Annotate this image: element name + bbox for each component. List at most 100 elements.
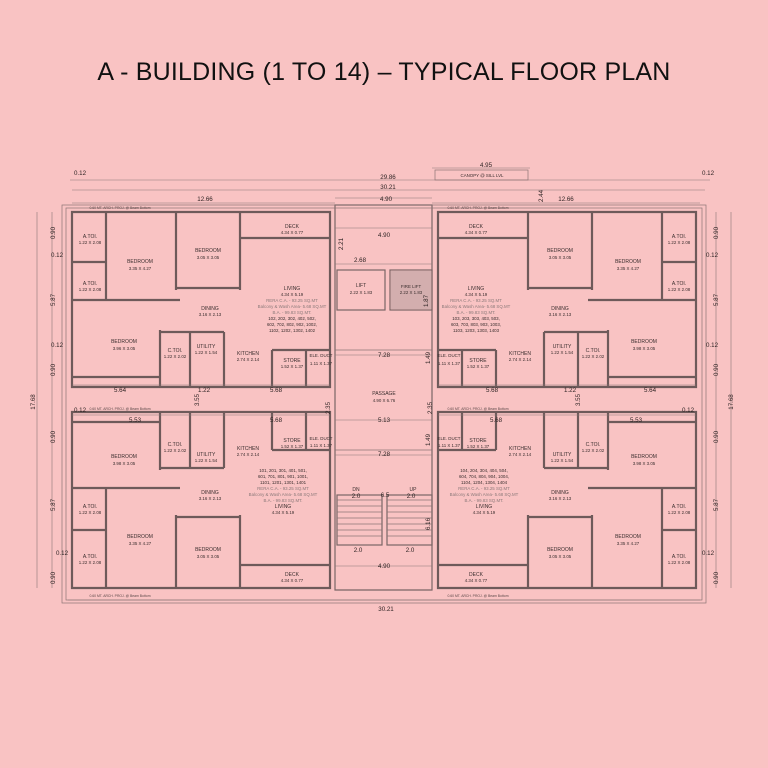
bedroom-label-bl1: BEDROOM: [111, 454, 137, 460]
atoi-label-bl1: A.TOI.: [83, 504, 97, 510]
dim-20-tr: 2.0: [407, 493, 416, 500]
dim-728-top: 7.28: [378, 352, 391, 359]
dim-core-bottom: 4.90: [378, 563, 391, 570]
dim-587-tl: 5.87: [50, 293, 57, 306]
utility-size-tl: 1.22 X 1.54: [195, 350, 218, 355]
dim-355-r: 3.55: [575, 393, 582, 406]
atoi-size-tl2: 1.22 X 2.08: [79, 287, 102, 292]
dining-label-br: DINING: [551, 490, 569, 496]
deck-label-bl: DECK: [285, 572, 300, 578]
balcony-bl: Balcony & Wash Area- 5.68 SQ.MT: [249, 492, 318, 497]
dim-149-bot: 1.49: [425, 433, 432, 446]
bedroom-size-tl2: 3.05 X 3.05: [197, 255, 220, 260]
bedroom-size-br1: 3.98 X 3.05: [633, 461, 656, 466]
store-label-bl: STORE: [283, 438, 301, 444]
outer-walls: [61, 204, 707, 604]
bedroom-size-br3: 3.05 X 3.05: [549, 554, 572, 559]
dining-label-bl: DINING: [201, 490, 219, 496]
bedroom-size-br2: 3.35 X 4.27: [617, 541, 640, 546]
units-tr-2: 603, 703, 803, 903, 1003,: [451, 322, 501, 327]
kitchen-label-tl: KITCHEN: [237, 351, 259, 357]
units-tl-3: 1102, 1202, 1302, 1402: [269, 328, 316, 333]
fire-lift-size: 2.22 X 1.83: [400, 290, 423, 295]
units-tr-3: 1103, 1203, 1303, 1403: [453, 328, 500, 333]
dim-012-r1: 0.12: [706, 252, 719, 259]
kitchen-label-bl: KITCHEN: [237, 446, 259, 452]
dim-568-rb: 5.68: [490, 417, 503, 424]
dim-513: 5.13: [378, 417, 391, 424]
deck-size-tl: 4.34 X 0.77: [281, 230, 304, 235]
store-label-br: STORE: [469, 438, 487, 444]
bedroom-size-tr3: 3.98 X 3.05: [633, 346, 656, 351]
store-label-tr: STORE: [469, 358, 487, 364]
balcony-tl: Balcony & Wash Area- 5.68 SQ.MT: [258, 304, 327, 309]
arch-br: 0.60 MT. ARCH. PROJ. @ Beam Bottom: [447, 594, 508, 598]
units-tl-2: 602, 702, 802, 902, 1002,: [267, 322, 317, 327]
deck-size-br: 4.34 X 0.77: [465, 578, 488, 583]
units-br-3: 1104, 1204, 1304, 1404: [461, 480, 508, 485]
bedroom-label-tl1: BEDROOM: [127, 259, 153, 265]
arch-br-top: 0.60 MT. ARCH. PROJ. @ Beam Bottom: [447, 407, 508, 411]
store-size-tl: 1.52 X 1.37: [281, 364, 304, 369]
dim-568-lb: 5.68: [270, 417, 283, 424]
dim-20-r: 2.0: [406, 547, 415, 554]
dim-568-r: 5.68: [486, 387, 499, 394]
atoi-label-br2: A.TOI.: [672, 554, 686, 560]
deck-label-tl: DECK: [285, 224, 300, 230]
bedroom-size-bl2: 3.35 X 4.27: [129, 541, 152, 546]
atoi-label-tl2: A.TOI.: [83, 281, 97, 287]
units-bl-1: 101, 201, 301, 401, 501,: [259, 468, 307, 473]
bedroom-size-tl3: 3.96 X 3.05: [113, 346, 136, 351]
dim-top-mid: 30.21: [380, 184, 396, 191]
living-size-br: 4.34 X 5.19: [473, 510, 496, 515]
dining-size-br: 3.16 X 2.13: [549, 496, 572, 501]
atoi-label-br1: A.TOI.: [672, 504, 686, 510]
bedroom-label-bl2: BEDROOM: [127, 534, 153, 540]
utility-size-bl: 1.22 X 1.54: [195, 458, 218, 463]
duct-size-bl: 1.11 X 1.37: [310, 443, 333, 448]
atoi-size-br1: 1.22 X 2.08: [668, 510, 691, 515]
rera-tl: RERA C.A. - 93.25 SQ.MT: [266, 298, 318, 303]
top-dimensions: 29.86 30.21 4.90 12.66 12.66 4.95 CANOPY…: [70, 162, 715, 204]
atoi-size-tr2: 1.22 X 2.08: [668, 287, 691, 292]
bedroom-label-tl2: BEDROOM: [195, 248, 221, 254]
dim-553-l: 5.53: [129, 417, 142, 424]
dim-149-top: 1.49: [425, 351, 432, 364]
dim-012-l1: 0.12: [51, 252, 64, 259]
duct-label-bl: ELE. DUCT: [310, 436, 333, 441]
ctoi-size-tr: 1.22 X 2.02: [582, 354, 605, 359]
atoi-size-br2: 1.22 X 2.08: [668, 560, 691, 565]
utility-size-br: 1.22 X 1.54: [551, 458, 574, 463]
balcony-br: Balcony & Wash Area- 5.68 SQ.MT: [450, 492, 519, 497]
duct-label-br: ELE. DUCT: [438, 436, 461, 441]
units-bl-3: 1101, 1201, 1301, 1401: [260, 480, 307, 485]
duct-size-br: 1.11 X 1.37: [438, 443, 461, 448]
dim-235-l: 2.35: [325, 401, 332, 414]
duct-label-tl: ELE. DUCT: [310, 353, 333, 358]
units-bl-2: 601, 701, 801, 901, 1001,: [258, 474, 308, 479]
dim-012-l4: 0.12: [56, 550, 69, 557]
store-label-tl: STORE: [283, 358, 301, 364]
unit-bottom-right: BEDROOM 3.98 X 3.05 C.TOI. 1.22 X 2.02 U…: [438, 407, 696, 598]
canopy-label: CANOPY @ SILL LVL: [461, 173, 504, 178]
atoi-size-bl1: 1.22 X 2.08: [79, 510, 102, 515]
store-size-br: 1.52 X 1.37: [467, 444, 490, 449]
lift-label: LIFT: [356, 283, 366, 289]
kitchen-size-tr: 2.74 X 2.14: [509, 357, 532, 362]
arch-tr: 0.60 MT. ARCH. PROJ. @ Beam Bottom: [447, 206, 508, 210]
kitchen-label-tr: KITCHEN: [509, 351, 531, 357]
dim-bottom-overall: 30.21: [378, 606, 394, 613]
page-title: A - BUILDING (1 TO 14) – TYPICAL FLOOR P…: [97, 58, 671, 86]
dim-top-overall: 29.86: [380, 174, 396, 181]
unit-top-left: DECK 4.34 X 0.77 BEDROOM 3.35 X 4.27 BED…: [72, 206, 333, 387]
dim-728-bot: 7.28: [378, 451, 391, 458]
atoi-size-bl2: 1.22 X 2.08: [79, 560, 102, 565]
bedroom-label-tr1: BEDROOM: [615, 259, 641, 265]
passage-label: PASSAGE: [372, 391, 396, 397]
bedroom-label-br1: BEDROOM: [631, 454, 657, 460]
fire-lift-label: FIRE LIFT: [401, 284, 422, 289]
utility-size-tr: 1.22 X 1.54: [551, 350, 574, 355]
ctoi-size-br: 1.22 X 2.02: [582, 448, 605, 453]
dim-355-l: 3.55: [194, 393, 201, 406]
